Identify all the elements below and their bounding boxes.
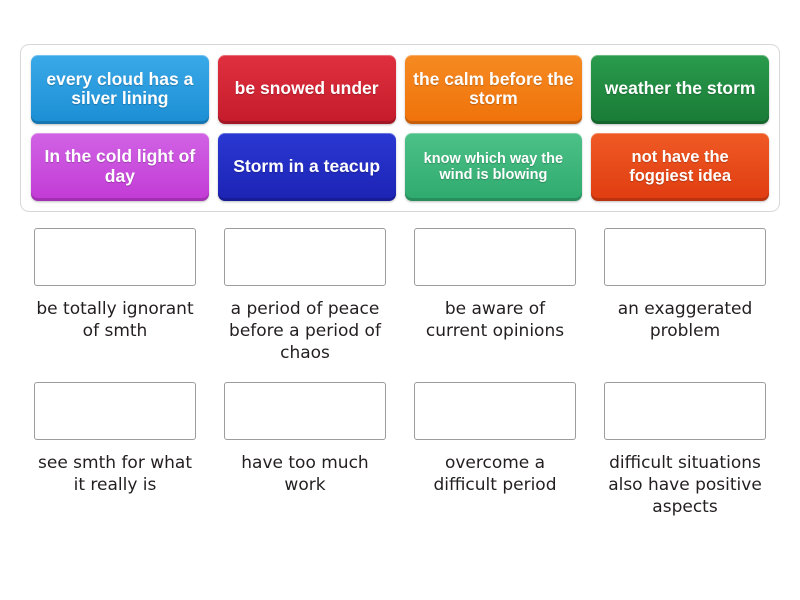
drop-zone[interactable] — [604, 228, 766, 286]
answer-cell: an exaggerated problem — [590, 228, 780, 364]
draggable-tile[interactable]: be snowed under — [217, 55, 396, 124]
draggable-tile[interactable]: weather the storm — [591, 55, 769, 124]
answer-cell: a period of peace before a period of cha… — [210, 228, 400, 364]
draggable-tile[interactable]: every cloud has a silver lining — [31, 55, 209, 124]
draggable-tile[interactable]: not have the foggiest idea — [591, 132, 769, 201]
answer-cell: have too much work — [210, 382, 400, 518]
draggable-tile[interactable]: In the cold light of day — [31, 132, 209, 201]
tile-label: weather the storm — [604, 78, 756, 99]
drop-zone[interactable] — [604, 382, 766, 441]
answer-text: difficult situations also have positive … — [608, 453, 762, 517]
answer-cell: overcome a difficult period — [400, 382, 590, 518]
tile-grid: every cloud has a silver lining be snowed… — [31, 55, 769, 201]
answer-cell: difficult situations also have positive … — [590, 382, 780, 518]
drop-zone[interactable] — [414, 382, 576, 441]
draggable-tile[interactable]: the calm before the storm — [404, 55, 583, 124]
tile-label: In the cold light of day — [44, 146, 196, 186]
draggable-tile[interactable]: know which way the wind is blowing — [404, 132, 583, 201]
tile-label: Storm in a teacup — [233, 155, 381, 176]
tile-label: know which way the wind is blowing — [423, 150, 564, 183]
answer-text: overcome a difficult period — [433, 453, 557, 495]
drop-zone[interactable] — [34, 228, 196, 286]
drop-zone[interactable] — [224, 228, 386, 286]
drop-zone[interactable] — [414, 228, 576, 286]
answer-row: be totally ignorant of smth a period of p… — [20, 228, 780, 364]
answer-text: a period of peace before a period of cha… — [229, 299, 381, 363]
answer-text: see smth for what it really is — [38, 453, 192, 495]
answer-text: have too much work — [241, 453, 369, 495]
drop-zone[interactable] — [224, 382, 386, 441]
tile-label: the calm before the storm — [413, 68, 574, 109]
tile-label: be snowed under — [234, 78, 379, 99]
answer-rows: be totally ignorant of smth a period of p… — [20, 228, 780, 537]
answer-cell: see smth for what it really is — [20, 382, 210, 518]
answer-text: an exaggerated problem — [617, 299, 753, 341]
tile-label: not have the foggiest idea — [629, 148, 731, 185]
answer-cell: be aware of current opinions — [400, 228, 590, 364]
answer-row: see smth for what it really is have too m… — [20, 382, 780, 518]
draggable-tile-tray: every cloud has a silver lining be snowed… — [20, 44, 780, 212]
answer-text: be aware of current opinions — [425, 299, 565, 341]
answer-cell: be totally ignorant of smth — [20, 228, 210, 364]
drop-zone[interactable] — [34, 382, 196, 441]
tile-label: every cloud has a silver lining — [46, 68, 194, 109]
answer-text: be totally ignorant of smth — [36, 299, 194, 341]
draggable-tile[interactable]: Storm in a teacup — [217, 132, 396, 201]
